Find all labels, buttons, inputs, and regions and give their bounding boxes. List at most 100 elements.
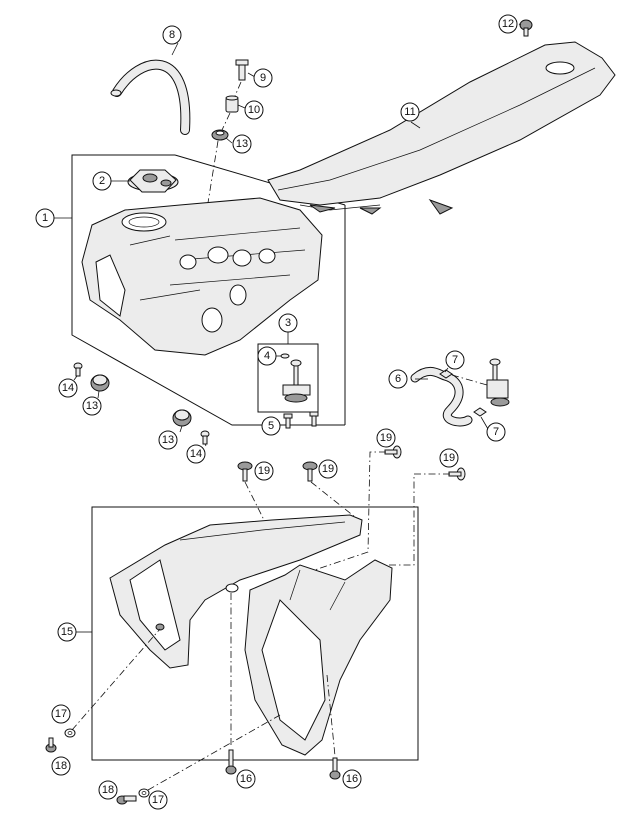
callout-14a: 14: [58, 378, 78, 398]
callout-3-label: 3: [285, 317, 291, 329]
leader-13a: [225, 137, 233, 144]
callout-19a: 19: [254, 461, 274, 481]
screw-16-a: [225, 749, 237, 775]
leader-dash-17a: [71, 628, 161, 731]
callout-17b: 17: [148, 790, 168, 810]
callout-18b: 18: [98, 780, 118, 800]
callout-14a-label: 14: [62, 382, 74, 394]
callout-8-label: 8: [169, 29, 175, 41]
callout-11: 11: [400, 102, 420, 122]
callout-5-label: 5: [268, 420, 274, 432]
screw-16-b: [329, 757, 341, 780]
callout-4-label: 4: [264, 350, 270, 362]
screw-18-bottom: [116, 795, 137, 805]
callout-7a-label: 7: [452, 354, 458, 366]
leader-11: [410, 121, 421, 129]
callout-1-label: 1: [42, 212, 48, 224]
callout-13a: 13: [232, 134, 252, 154]
callout-10-label: 10: [248, 104, 260, 116]
leader-14a: [73, 375, 78, 381]
callout-19d: 19: [439, 448, 459, 468]
callout-8: 8: [162, 25, 182, 45]
callout-17b-label: 17: [152, 794, 164, 806]
callout-15-label: 15: [61, 626, 73, 638]
fuel-tap-hose: [410, 358, 510, 427]
leader-12: [518, 23, 522, 26]
leader-dash-10: [221, 112, 231, 131]
callout-18a: 18: [51, 756, 71, 776]
grommet-13-left: [90, 374, 110, 392]
fuel-tap: [280, 353, 311, 403]
washer-17-left: [64, 728, 76, 738]
callout-17a: 17: [51, 704, 71, 724]
callout-17a-label: 17: [55, 708, 67, 720]
spacer-10: [225, 95, 239, 113]
callout-5: 5: [261, 416, 281, 436]
callout-13b: 13: [82, 396, 102, 416]
screw-19-b: [302, 461, 318, 482]
callout-6-label: 6: [395, 373, 401, 385]
callout-2-label: 2: [99, 175, 105, 187]
leader-dash-17b: [147, 714, 281, 791]
side-cover-right: [244, 559, 393, 756]
callout-2: 2: [92, 171, 112, 191]
leader-7a: [444, 367, 449, 373]
callout-7b-label: 7: [493, 426, 499, 438]
callout-16b: 16: [342, 769, 362, 789]
screw-5: [283, 411, 319, 429]
callout-13b-label: 13: [86, 400, 98, 412]
grommet-13-top: [211, 129, 229, 141]
callout-9: 9: [253, 68, 273, 88]
callout-13c-label: 13: [162, 434, 174, 446]
leader-dash-19d: [383, 473, 450, 566]
callout-18b-label: 18: [102, 784, 114, 796]
callout-19c-label: 19: [380, 432, 392, 444]
hose-clamp-7b: [473, 407, 487, 417]
callout-1: 1: [35, 208, 55, 228]
callout-16a: 16: [236, 769, 256, 789]
callout-12-label: 12: [502, 18, 514, 30]
callout-16b-label: 16: [346, 773, 358, 785]
leader-dash-9: [234, 81, 242, 97]
callout-7b: 7: [486, 422, 506, 442]
callout-10: 10: [244, 100, 264, 120]
leader-13c: [179, 425, 183, 433]
callout-13a-label: 13: [236, 138, 248, 150]
callout-3: 3: [278, 313, 298, 333]
callout-19b: 19: [318, 459, 338, 479]
fuel-tank: [81, 197, 323, 356]
callout-18a-label: 18: [55, 760, 67, 772]
leader-dash-7: [451, 374, 488, 386]
screw-19-d: [448, 467, 466, 481]
hose-clamp-7a: [439, 369, 453, 379]
leader-dash-19c: [299, 451, 386, 576]
leader-14b: [204, 443, 207, 447]
callout-4: 4: [257, 346, 277, 366]
side-cover-left: [109, 514, 363, 669]
screw-14-center: [200, 430, 210, 445]
screw-12: [519, 19, 533, 37]
leader-10: [237, 104, 246, 109]
tank-cap: [127, 169, 179, 193]
grommet-13-center: [172, 409, 192, 427]
washer-17-bottom: [138, 788, 150, 798]
callout-13c: 13: [158, 430, 178, 450]
callout-6: 6: [388, 369, 408, 389]
callout-16a-label: 16: [240, 773, 252, 785]
leader-8: [171, 42, 179, 56]
callout-9-label: 9: [260, 72, 266, 84]
leader-13b: [97, 390, 100, 399]
leader-dash-19b: [310, 481, 356, 518]
callout-19a-label: 19: [258, 465, 270, 477]
callout-19d-label: 19: [443, 452, 455, 464]
screw-19-c: [384, 445, 402, 459]
callout-15: 15: [57, 622, 77, 642]
side-cover-frame: [91, 506, 419, 761]
callout-11-label: 11: [404, 106, 415, 118]
leader-dash-19a: [244, 481, 265, 521]
seat: [267, 41, 616, 215]
leader-7b: [480, 416, 489, 430]
screw-18-left: [45, 737, 57, 753]
